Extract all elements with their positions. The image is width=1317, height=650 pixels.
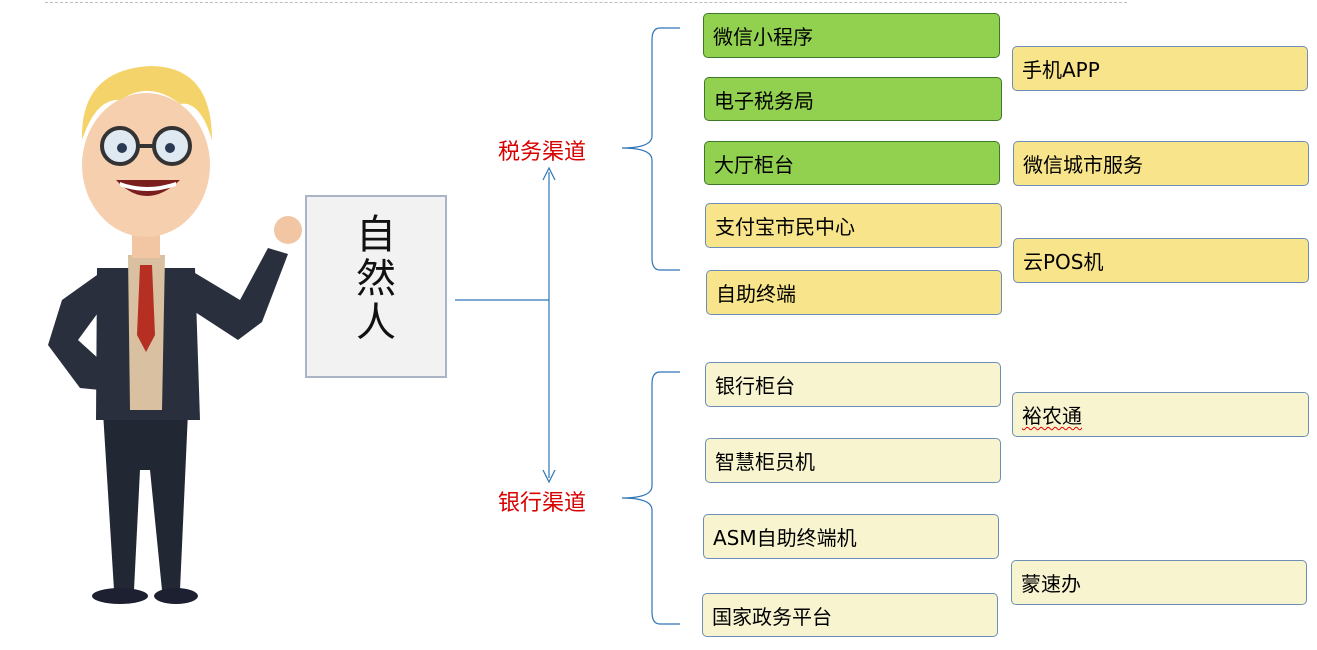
box-label: 银行柜台 [715,374,795,398]
arrowhead-up [542,166,556,181]
tax-box-e-tax-bureau: 电子税务局 [704,77,1002,121]
bank-channel-label: 银行渠道 [498,491,587,516]
bank-bracket [621,371,680,625]
box-label: 自助终端 [716,282,796,306]
box-label: 支付宝市民中心 [715,215,855,239]
box-label: 蒙速办 [1021,572,1081,596]
tax-box-mobile-app: 手机APP [1012,46,1308,91]
tax-box-cloud-pos: 云POS机 [1013,238,1309,283]
root-label: 自 然 人 [356,212,396,346]
tax-box-hall-counter: 大厅柜台 [704,141,1000,185]
tax-box-wechat-miniprogram: 微信小程序 [703,13,1000,58]
box-label: 微信小程序 [713,25,813,49]
tax-box-wechat-city-service: 微信城市服务 [1013,141,1309,186]
tax-channel-label: 税务渠道 [498,140,587,165]
box-label: 云POS机 [1023,250,1104,274]
box-label: 电子税务局 [714,88,814,113]
box-label: 大厅柜台 [714,152,794,177]
tax-bracket [621,27,680,271]
tax-box-alipay-citizen-center: 支付宝市民中心 [705,203,1002,248]
box-label: 裕农通 [1022,404,1082,428]
bank-box-bank-counter: 银行柜台 [705,362,1001,407]
top-dashed-rule [45,2,1127,3]
box-label: 微信城市服务 [1023,153,1143,177]
bank-box-mengsuban: 蒙速办 [1011,560,1307,605]
bank-box-national-gov-platform: 国家政务平台 [702,593,998,637]
bank-box-smart-teller: 智慧柜员机 [705,438,1001,483]
arrowhead-down [542,469,556,484]
box-label: 智慧柜员机 [715,450,815,474]
bank-box-yunongtong: 裕农通 [1012,392,1309,437]
box-label: 国家政务平台 [712,604,832,629]
box-label: ASM自助终端机 [713,526,857,550]
root-card: 自 然 人 [305,195,447,378]
tax-box-self-service-terminal: 自助终端 [706,270,1002,315]
bank-box-asm-terminal: ASM自助终端机 [703,514,999,559]
box-label: 手机APP [1022,58,1100,82]
